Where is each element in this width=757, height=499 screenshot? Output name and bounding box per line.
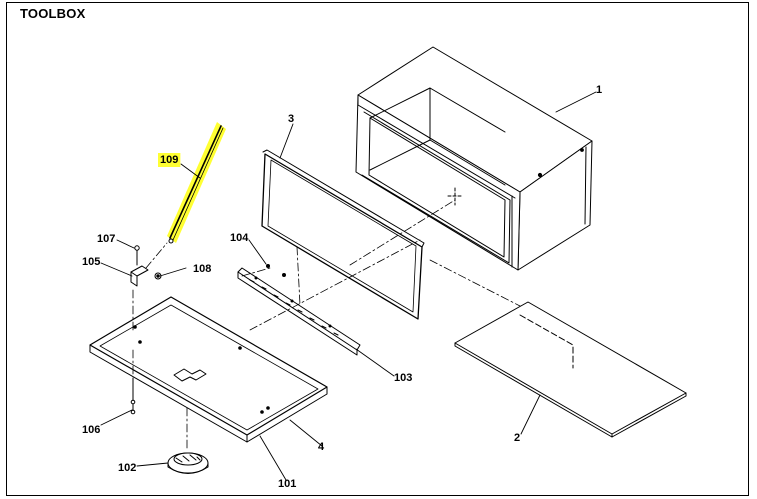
- callout-2: 2: [514, 432, 520, 444]
- part-109-gas-strut: [167, 122, 226, 244]
- callout-109: 109: [160, 154, 178, 166]
- callout-labels: 1 3 109 107 104 105 108 103 106 4 2 102 …: [82, 84, 602, 490]
- part-102-handle: [167, 452, 209, 474]
- part-4-door-tray: [89, 296, 328, 443]
- callout-108: 108: [193, 263, 211, 275]
- callout-105: 105: [82, 256, 100, 268]
- callout-4: 4: [318, 441, 325, 453]
- callout-107: 107: [97, 233, 115, 245]
- diagram-frame: [6, 2, 749, 496]
- diagram-title: TOOLBOX: [20, 6, 86, 21]
- callout-106: 106: [82, 424, 100, 436]
- part-104-screws: [266, 264, 286, 277]
- part-3-door-frame: [261, 149, 425, 320]
- callout-3: 3: [288, 113, 294, 125]
- callout-104: 104: [230, 232, 249, 244]
- leader-lines: [100, 91, 597, 481]
- center-lines: [132, 199, 521, 449]
- callout-109-highlight: [158, 153, 181, 167]
- callout-103: 103: [394, 372, 412, 384]
- callout-1: 1: [596, 84, 602, 96]
- part-106-bolts: [130, 377, 136, 415]
- callout-102: 102: [118, 462, 136, 474]
- part-103-hinge: [237, 267, 361, 356]
- part-105-bracket: [130, 245, 162, 287]
- part-1-housing: [355, 46, 593, 271]
- callout-101: 101: [278, 478, 296, 490]
- part-2-floor-panel: [454, 301, 687, 438]
